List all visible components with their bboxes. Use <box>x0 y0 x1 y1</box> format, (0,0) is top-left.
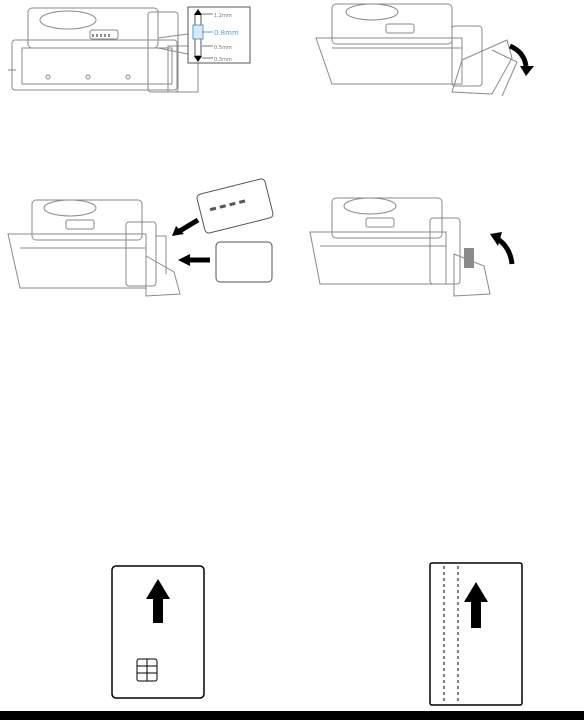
arrow-up-icon <box>194 9 202 15</box>
printer-illustration-1: 1.2mm 0.8mm 0.5mm 0.3mm <box>8 6 251 93</box>
figure-printer-thickness-adjust: 1.2mm 0.8mm 0.5mm 0.3mm <box>8 0 278 98</box>
arrow-icon <box>146 579 170 623</box>
figure-printer-insert-cards <box>6 176 276 300</box>
arrow-icon <box>464 582 488 628</box>
gauge-value-3: 0.5mm <box>214 45 232 51</box>
chip-card-diagram <box>111 565 205 699</box>
figure-printer-close-hopper <box>306 178 536 302</box>
figure-printer-open-hopper <box>312 0 542 102</box>
gauge-value-2: 0.8mm <box>214 29 239 37</box>
card-outline <box>429 562 523 706</box>
gauge-value-4: 0.3mm <box>214 57 232 63</box>
card-orientation-magstripe <box>429 562 523 706</box>
chip-icon <box>136 658 158 682</box>
gauge-value-1: 1.2mm <box>214 13 232 19</box>
card-illustration-2 <box>215 241 273 283</box>
insert-arrow-icon-1 <box>176 217 200 235</box>
printer-illustration-2 <box>315 3 534 97</box>
card-outline <box>111 565 205 699</box>
rotate-arrow-icon <box>508 43 529 67</box>
card-illustration-1 <box>196 178 274 234</box>
page-bottom-bar <box>0 711 584 720</box>
printer-illustration-3 <box>7 178 274 297</box>
arrow-down-icon <box>194 56 202 62</box>
magstripe-card-diagram <box>429 562 523 706</box>
printer-illustration-4 <box>309 197 515 297</box>
card-orientation-chip <box>111 565 205 699</box>
